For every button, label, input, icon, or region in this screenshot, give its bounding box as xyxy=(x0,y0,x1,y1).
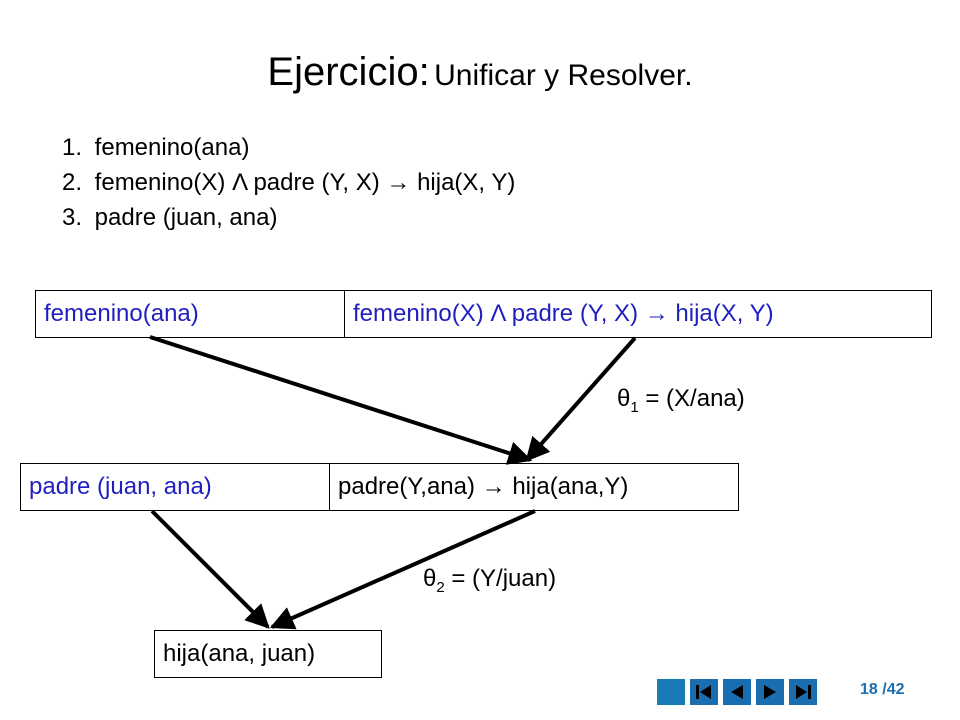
rule-text: femenino(ana) xyxy=(94,134,250,161)
resolvent-box-final: hija(ana, juan) xyxy=(154,630,382,678)
rule-item: 2. femenino(X) Λ padre (Y, X) → hija(X, … xyxy=(62,165,515,200)
rule-list: 1. femenino(ana) 2. femenino(X) Λ padre … xyxy=(62,130,515,235)
clause-box-rule: femenino(X) Λ padre (Y, X) → hija(X, Y) xyxy=(344,290,932,338)
page-total: /42 xyxy=(882,681,905,698)
rule-number: 2. xyxy=(62,169,83,196)
arrow-b1-to-b4 xyxy=(149,335,533,465)
nav-blank-button[interactable] xyxy=(657,679,685,705)
rule-item: 3. padre (juan, ana) xyxy=(62,200,515,235)
theta-index: 2 xyxy=(436,578,445,596)
nav-first-button[interactable] xyxy=(690,679,718,705)
next-icon xyxy=(764,685,776,699)
theta-text: = (X/ana) xyxy=(638,385,745,412)
rule-number: 3. xyxy=(62,204,83,231)
clause-box-femenino-ana: femenino(ana) xyxy=(35,290,345,338)
page-number: 18 xyxy=(860,681,878,698)
rule-number: 1. xyxy=(62,134,83,161)
resolvent-box-1: padre(Y,ana) → hija(ana,Y) xyxy=(329,463,739,511)
page-indicator: 18 /42 xyxy=(860,681,905,699)
arrow-b3-to-b5 xyxy=(150,509,270,629)
theta-index: 1 xyxy=(630,398,639,416)
last-icon xyxy=(796,685,811,699)
prev-icon xyxy=(731,685,743,699)
title-sub: Unificar y Resolver. xyxy=(434,59,693,92)
slide-navigation xyxy=(657,679,817,705)
theta-symbol: θ xyxy=(423,565,437,592)
substitution-theta-2: θ2 = (Y/juan) xyxy=(423,565,556,596)
nav-last-button[interactable] xyxy=(789,679,817,705)
rule-item: 1. femenino(ana) xyxy=(62,130,515,165)
theta-symbol: θ xyxy=(617,385,631,412)
nav-next-button[interactable] xyxy=(756,679,784,705)
slide-title: Ejercicio: Unificar y Resolver. xyxy=(0,50,960,95)
rule-text: padre (juan, ana) xyxy=(94,204,278,231)
substitution-theta-1: θ1 = (X/ana) xyxy=(617,385,745,416)
clause-box-padre-juan-ana: padre (juan, ana) xyxy=(20,463,330,511)
first-icon xyxy=(696,685,711,699)
nav-prev-button[interactable] xyxy=(723,679,751,705)
arrow-b2-to-b4 xyxy=(525,336,637,462)
rule-text: femenino(X) Λ padre (Y, X) → hija(X, Y) xyxy=(94,169,516,196)
title-main: Ejercicio: xyxy=(267,50,430,94)
arrow-b4-to-b5 xyxy=(269,509,536,630)
theta-text: = (Y/juan) xyxy=(444,565,557,592)
